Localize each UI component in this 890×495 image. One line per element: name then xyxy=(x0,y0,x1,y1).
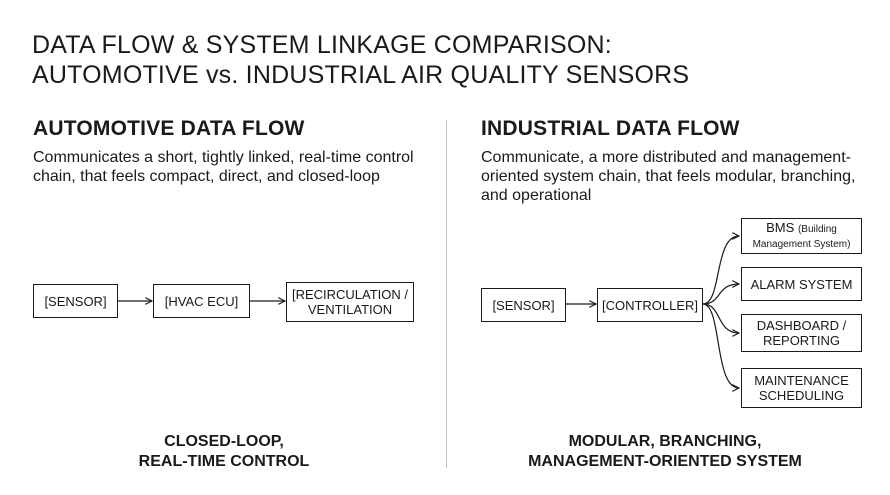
industrial-footer: MODULAR, BRANCHING, MANAGEMENT-ORIENTED … xyxy=(505,432,825,472)
branch-to-bms xyxy=(702,236,739,305)
branch-to-dashboard xyxy=(702,303,739,333)
industrial-description: Communicate, a more distributed and mana… xyxy=(481,149,856,204)
column-divider xyxy=(446,120,447,468)
page-title: DATA FLOW & SYSTEM LINKAGE COMPARISON: A… xyxy=(32,30,689,90)
industrial-footer-line2: MANAGEMENT-ORIENTED SYSTEM xyxy=(528,453,802,470)
industrial-sensor-label: [SENSOR] xyxy=(492,297,555,313)
title-line-1: DATA FLOW & SYSTEM LINKAGE COMPARISON: xyxy=(32,31,612,59)
hvac-ecu-label: [HVAC ECU] xyxy=(164,293,239,309)
automotive-footer-line1: CLOSED-LOOP, xyxy=(164,433,284,450)
automotive-footer: CLOSED-LOOP, REAL-TIME CONTROL xyxy=(104,432,344,472)
dashboard-label-line2: REPORTING xyxy=(762,333,841,348)
maintenance-label-line2: SCHEDULING xyxy=(758,388,845,403)
bms-label: BMS xyxy=(766,220,795,235)
bms-node: BMS (Building Management System) xyxy=(741,218,862,254)
maintenance-label-line1: MAINTENANCE xyxy=(754,373,849,388)
automotive-footer-line2: REAL-TIME CONTROL xyxy=(138,453,310,470)
alarm-system-label: ALARM SYSTEM xyxy=(750,276,853,292)
automotive-sensor-node: [SENSOR] xyxy=(33,284,118,318)
recirculation-label-line1: [RECIRCULATION / xyxy=(291,287,409,302)
dashboard-label-line1: DASHBOARD / xyxy=(756,318,847,333)
industrial-heading: INDUSTRIAL DATA FLOW xyxy=(481,117,740,140)
dashboard-node: DASHBOARD / REPORTING xyxy=(741,314,862,352)
automotive-sensor-label: [SENSOR] xyxy=(44,293,107,309)
title-line-2: AUTOMOTIVE vs. INDUSTRIAL AIR QUALITY SE… xyxy=(32,61,690,89)
automotive-description: Communicates a short, tightly linked, re… xyxy=(33,149,414,185)
bms-paren-line1: (Building xyxy=(797,224,837,235)
hvac-ecu-node: [HVAC ECU] xyxy=(153,284,250,318)
recirculation-label-line2: VENTILATION xyxy=(307,302,393,317)
branch-to-maintenance xyxy=(702,303,739,388)
branch-to-alarm xyxy=(702,284,739,305)
alarm-system-node: ALARM SYSTEM xyxy=(741,267,862,301)
industrial-footer-line1: MODULAR, BRANCHING, xyxy=(568,433,762,450)
controller-label: [CONTROLLER] xyxy=(601,297,699,313)
maintenance-node: MAINTENANCE SCHEDULING xyxy=(741,368,862,408)
bms-label-line1: BMS (Building xyxy=(766,220,837,237)
automotive-heading: AUTOMOTIVE DATA FLOW xyxy=(33,117,305,140)
industrial-sensor-node: [SENSOR] xyxy=(481,288,566,322)
recirculation-node: [RECIRCULATION / VENTILATION xyxy=(286,282,414,322)
controller-node: [CONTROLLER] xyxy=(597,288,703,322)
bms-paren-line2: Management System) xyxy=(752,239,851,250)
